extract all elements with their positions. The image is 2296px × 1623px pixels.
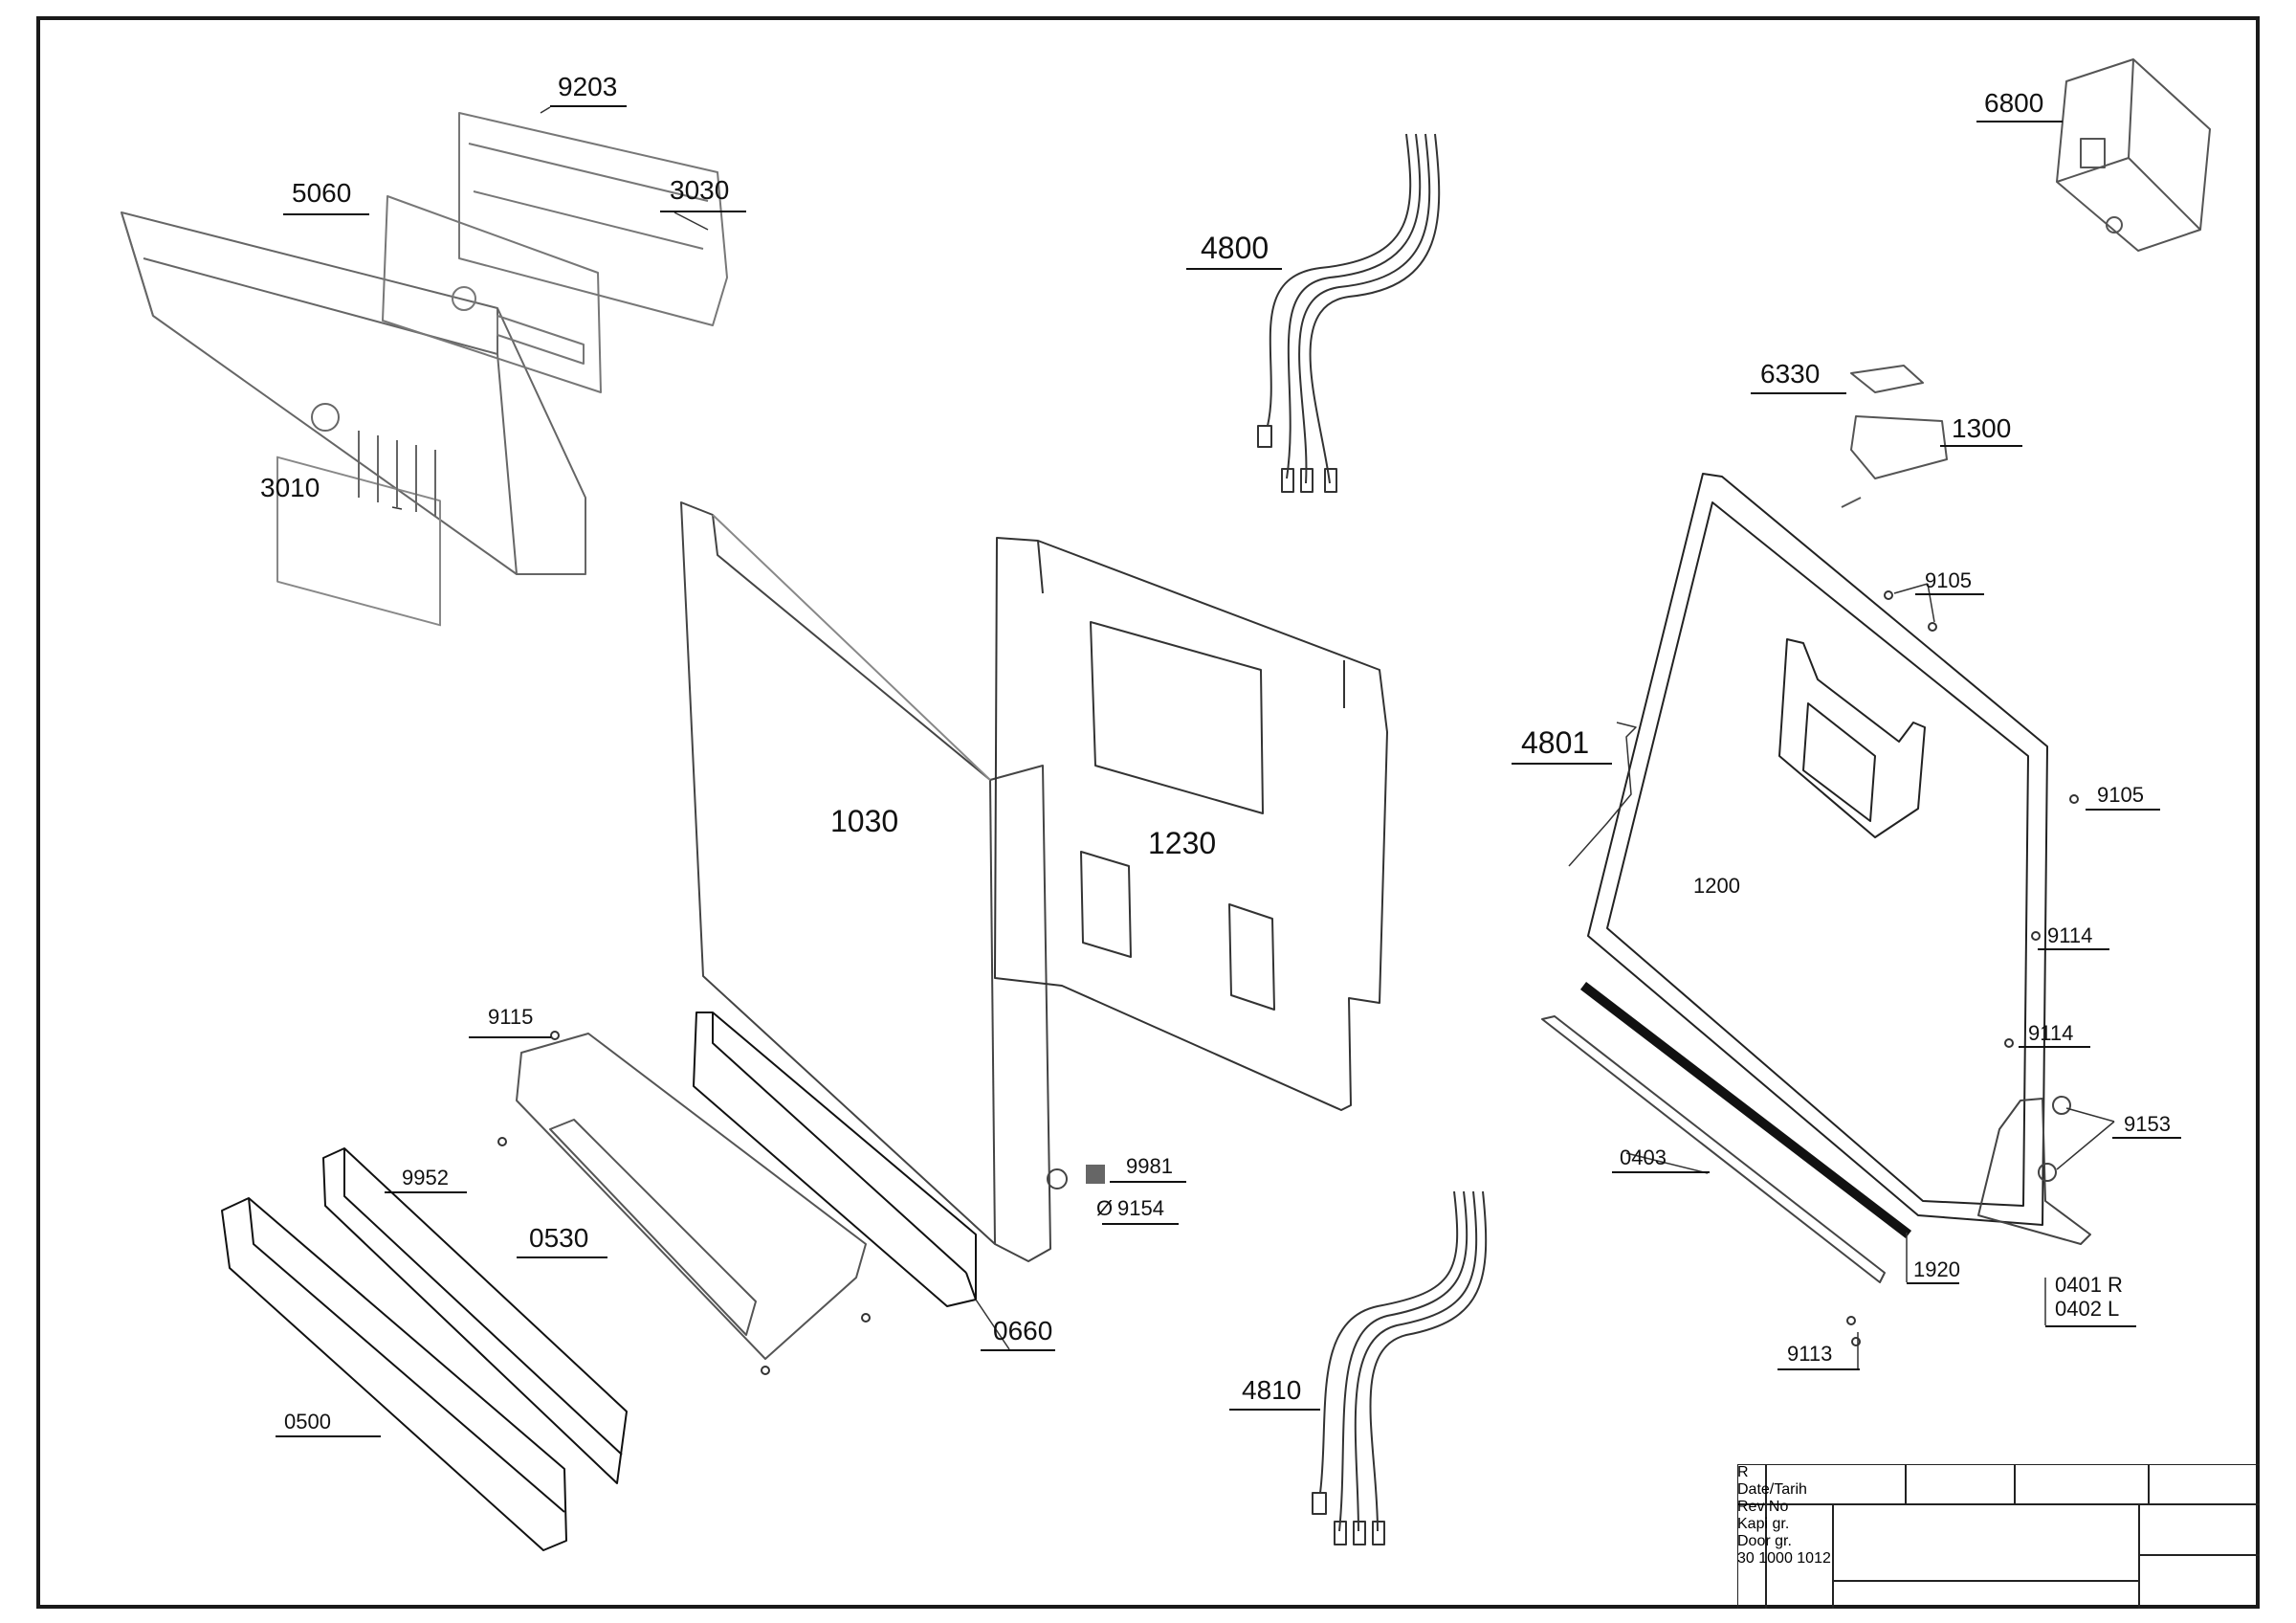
underline-1920 [1907, 1282, 1959, 1284]
callout-9154: 9154 [1117, 1196, 1164, 1220]
underline-9154 [1102, 1223, 1179, 1225]
rev-no-header: Rev No [1737, 1499, 1789, 1515]
outer-door-panel-1030 [680, 501, 1068, 1262]
handle-0500 [221, 1197, 567, 1551]
callout-1230: 1230 [1148, 826, 1217, 860]
underline-9105-top [1915, 593, 1984, 595]
underline-9952 [385, 1191, 467, 1193]
callout-0530: 0530 [529, 1223, 589, 1253]
drawing-number: 30 1000 1012 [1737, 1550, 1831, 1567]
callout-9113: 9113 [1787, 1342, 1833, 1366]
rail-0403 [1541, 1015, 1886, 1283]
insulation-panel-1230 [994, 537, 1388, 1111]
strip-0660 [693, 1012, 977, 1307]
underline-9114-upper [2038, 948, 2109, 950]
callout-9114-lower: 9114 [2028, 1021, 2074, 1045]
callout-6330: 6330 [1760, 359, 1821, 389]
underline-5060 [283, 213, 369, 215]
callout-9105-right: 9105 [2097, 783, 2144, 807]
drawing-title-en: Door gr. [1737, 1533, 1792, 1549]
date-header: Date/Tarih [1737, 1481, 1807, 1498]
underline-4800 [1186, 268, 1282, 270]
callout-3030: 3030 [670, 175, 730, 205]
callout-3010: 3010 [260, 473, 320, 502]
callout-5060: 5060 [292, 178, 352, 208]
hinge-0401-0402 [1977, 1096, 2091, 1245]
cable-harness-4810 [1312, 1190, 1488, 1545]
callout-0402: 0402 L [2055, 1297, 2120, 1321]
revision-header: R [1737, 1464, 1749, 1480]
underline-6800 [1976, 121, 2063, 122]
callout-0401: 0401 R [2055, 1273, 2123, 1297]
underline-4810 [1229, 1409, 1320, 1411]
inner-door-1200 [1587, 473, 2048, 1226]
underline-1300 [1940, 445, 2022, 447]
underline-9153 [2112, 1137, 2181, 1139]
title-block [1737, 1464, 2260, 1609]
part-9981-thumbnail [1086, 1165, 1105, 1184]
strip-9952 [322, 1147, 628, 1484]
callout-6800: 6800 [1984, 88, 2044, 118]
drawing-frame [36, 16, 2260, 1609]
underline-9203 [550, 105, 627, 107]
callout-4800: 4800 [1201, 231, 1269, 265]
control-panel-3010 [121, 211, 586, 627]
part-9154-symbol: Ø [1096, 1196, 1114, 1220]
dispenser-6800 [2056, 58, 2211, 252]
bracket-0530 [516, 1033, 867, 1360]
callout-0500: 0500 [284, 1410, 331, 1434]
callout-9952: 9952 [402, 1166, 449, 1189]
underline-0530 [517, 1256, 607, 1258]
underline-9113 [1777, 1368, 1860, 1370]
underline-0500 [276, 1435, 381, 1437]
underline-9981 [1110, 1181, 1186, 1183]
screws [497, 590, 2079, 1375]
underline-0401-0402 [2045, 1325, 2136, 1327]
callout-1030: 1030 [830, 804, 899, 838]
underline-9114-lower [2019, 1046, 2090, 1048]
door-lock-1300 [1841, 365, 1948, 508]
callout-9981: 9981 [1126, 1154, 1173, 1178]
cable-harness-4800 [1257, 133, 1441, 493]
callout-9115: 9115 [488, 1005, 534, 1029]
callout-1200: 1200 [1693, 874, 1740, 898]
housing-3030 [458, 112, 728, 326]
underline-6330 [1751, 392, 1846, 394]
callout-0660: 0660 [993, 1316, 1053, 1345]
drawing-title-tr: Kapi gr. [1737, 1516, 1790, 1532]
callout-1300: 1300 [1952, 413, 2012, 443]
callout-9105-top: 9105 [1925, 568, 1972, 592]
underline-9105-right [2086, 809, 2160, 811]
callout-1920: 1920 [1913, 1257, 1960, 1281]
underline-0403 [1612, 1171, 1710, 1173]
leader-lines [391, 106, 2115, 1368]
callout-4810: 4810 [1242, 1375, 1302, 1405]
underline-4801 [1512, 763, 1612, 765]
callout-9114-upper: 9114 [2047, 923, 2093, 947]
callout-9153: 9153 [2124, 1112, 2171, 1136]
callout-9203: 9203 [558, 72, 618, 101]
callout-4801: 4801 [1521, 725, 1590, 760]
underline-0660 [981, 1349, 1055, 1351]
pcb-5060 [382, 195, 602, 393]
callout-0403: 0403 [1620, 1145, 1667, 1169]
underline-3030 [660, 211, 746, 212]
underline-9115 [469, 1036, 551, 1038]
seal-1920 [1579, 982, 1912, 1238]
